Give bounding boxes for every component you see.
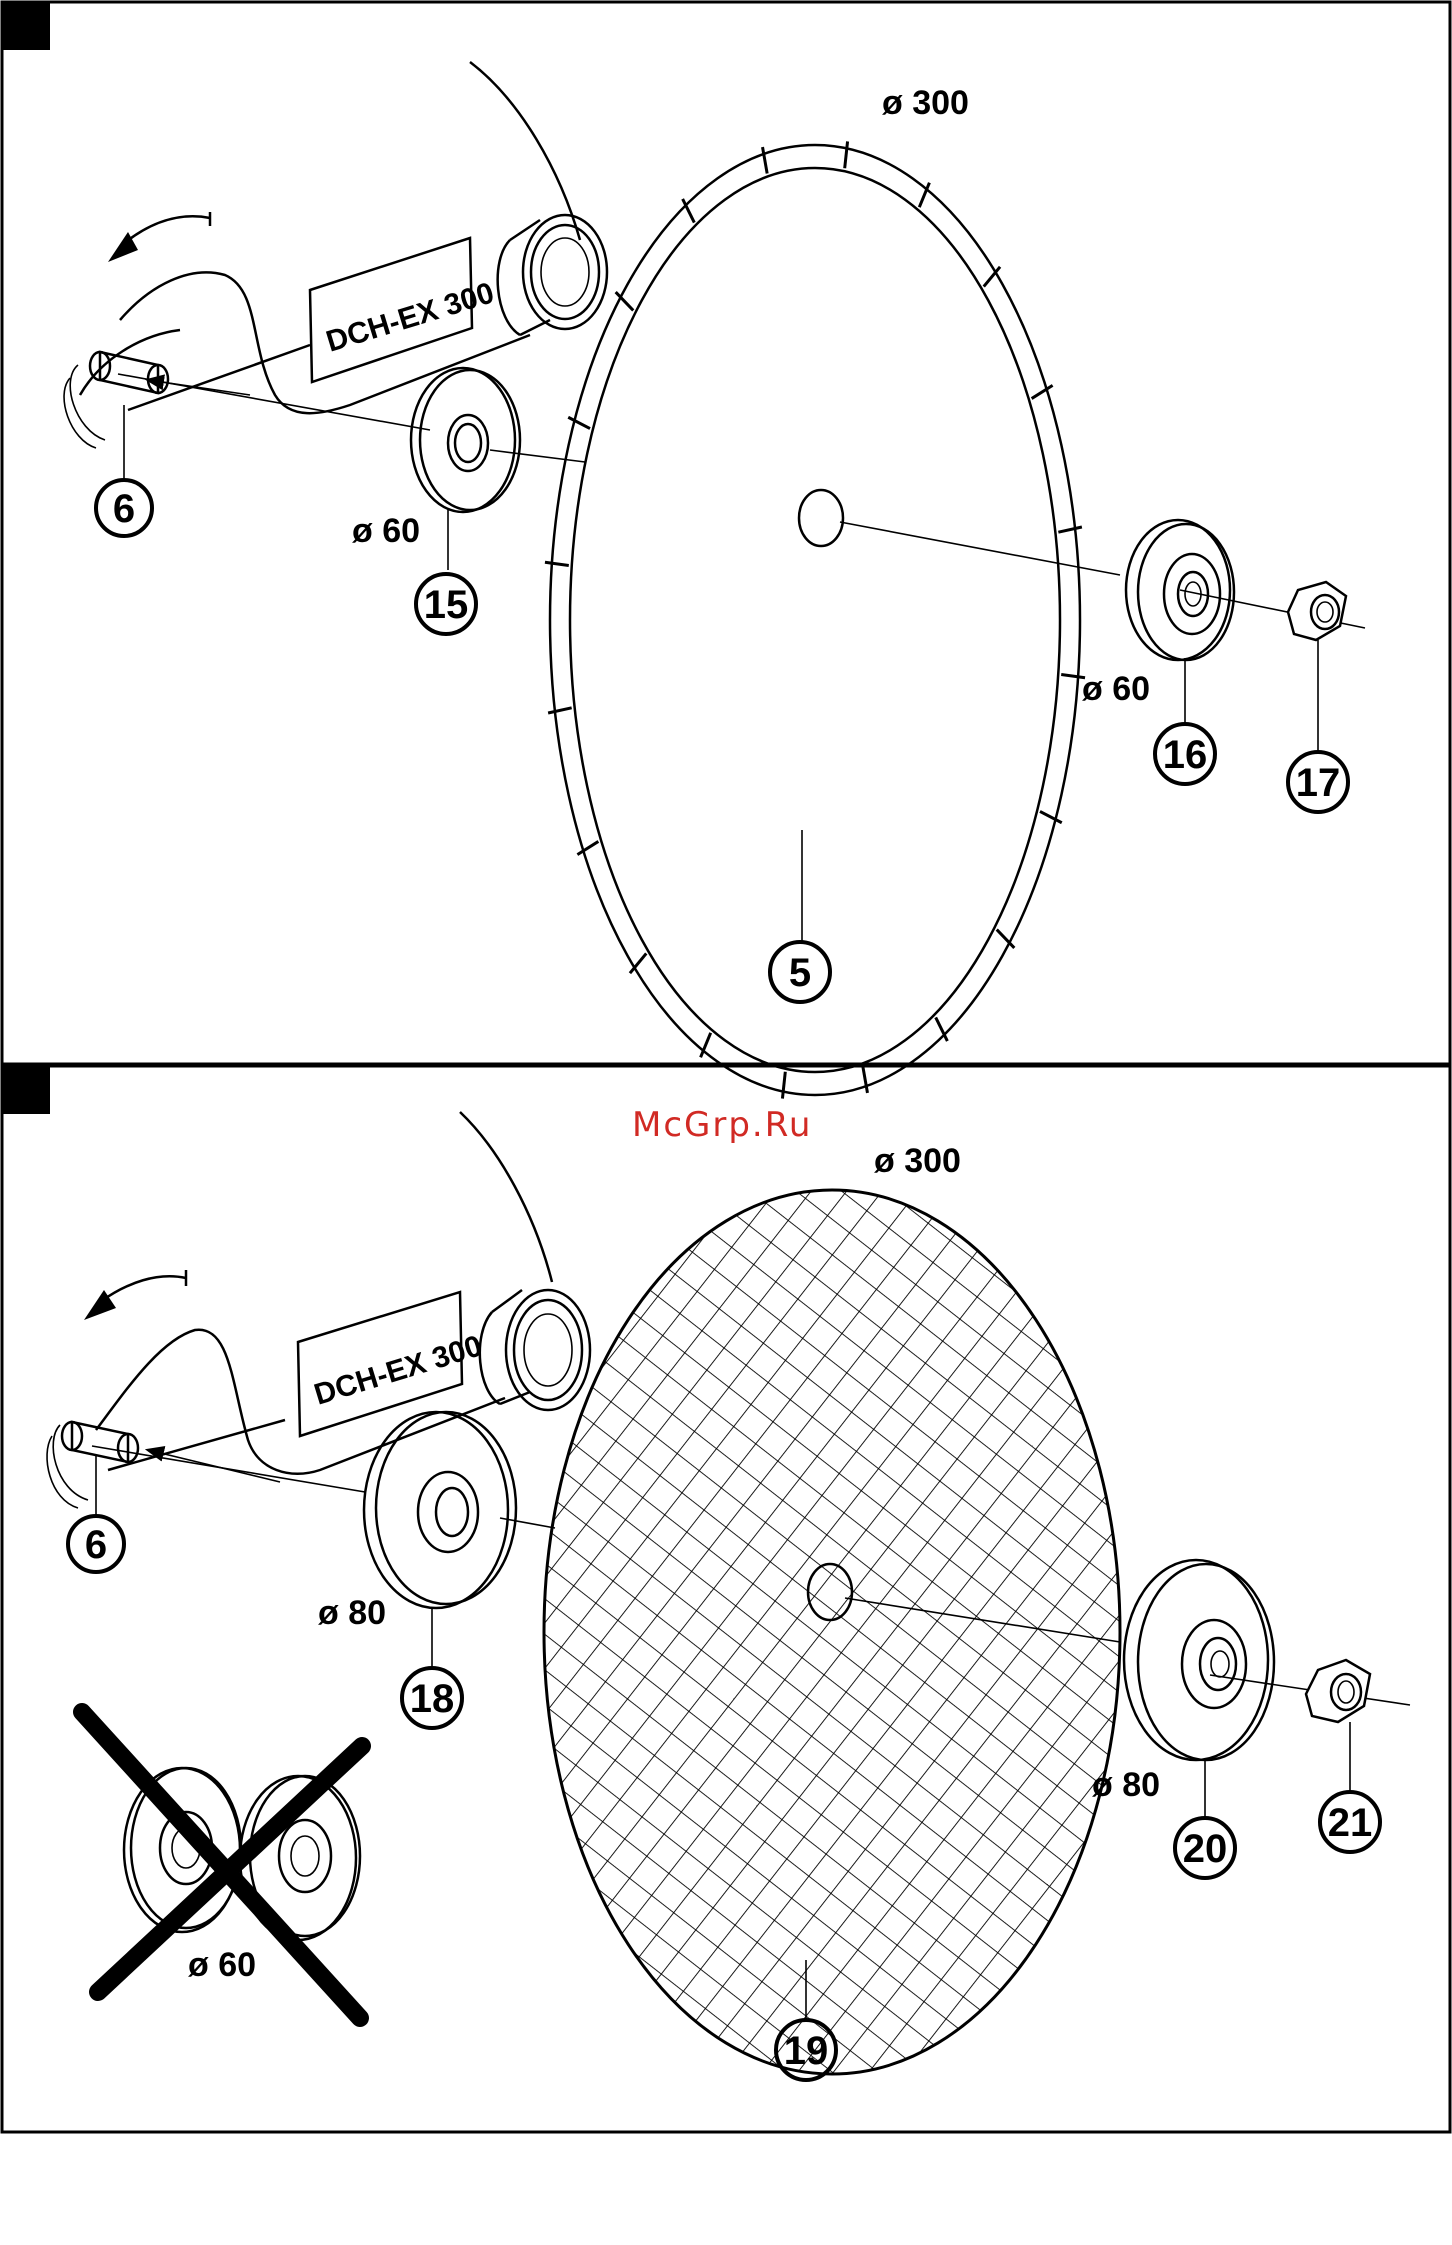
callout-6-a: 6 bbox=[96, 480, 152, 536]
inner-flange-a bbox=[411, 368, 520, 512]
disc-diameter-label: ø 300 bbox=[874, 1142, 961, 1180]
svg-text:16: 16 bbox=[1163, 733, 1208, 777]
svg-text:6: 6 bbox=[113, 487, 135, 531]
spindle-a bbox=[90, 352, 168, 393]
model-plate-a: DCH-EX 300 bbox=[310, 238, 498, 382]
callout-6-b: 6 bbox=[68, 1516, 124, 1572]
outer-flange-diameter-label: ø 80 bbox=[1092, 1766, 1160, 1804]
outer-flange-diameter-label: ø 60 bbox=[1082, 670, 1150, 708]
svg-text:5: 5 bbox=[789, 951, 811, 995]
panel-b: McGrp.Ru DCH-EX bbox=[2, 1066, 1450, 2132]
wrong-flange-diameter-label: ø 60 bbox=[188, 1946, 256, 1984]
callout-18: 18 bbox=[402, 1668, 462, 1728]
svg-text:21: 21 bbox=[1328, 1801, 1373, 1845]
blade-slot bbox=[545, 562, 569, 565]
blade-slot bbox=[763, 147, 768, 173]
panel-a-marker bbox=[2, 2, 50, 50]
rotation-arrow-icon bbox=[108, 212, 210, 262]
blade-slot bbox=[1058, 527, 1082, 532]
blade-slot bbox=[845, 141, 848, 168]
callout-5: 5 bbox=[770, 942, 830, 1002]
panel-a: DCH-EX 300 bbox=[2, 2, 1450, 1099]
svg-text:18: 18 bbox=[410, 1677, 455, 1721]
outer-flange-b bbox=[1124, 1560, 1274, 1760]
segmented-blade bbox=[545, 141, 1085, 1098]
abrasive-disc bbox=[544, 1190, 1120, 2074]
inner-flange-diameter-label: ø 60 bbox=[352, 512, 420, 550]
inner-flange-b bbox=[364, 1412, 516, 1608]
blade-diameter-label: ø 300 bbox=[882, 84, 969, 122]
callout-21: 21 bbox=[1320, 1792, 1380, 1852]
blade-slot bbox=[548, 708, 572, 713]
callout-17: 17 bbox=[1288, 752, 1348, 812]
svg-text:15: 15 bbox=[424, 583, 469, 627]
svg-text:6: 6 bbox=[85, 1523, 107, 1567]
callout-15: 15 bbox=[416, 574, 476, 634]
callout-20: 20 bbox=[1175, 1818, 1235, 1878]
blade-slot bbox=[782, 1072, 785, 1099]
blade-slot bbox=[863, 1066, 868, 1092]
svg-text:19: 19 bbox=[784, 2029, 829, 2073]
spindle-b bbox=[62, 1422, 138, 1462]
blade-slot bbox=[568, 417, 590, 428]
nut-b bbox=[1306, 1660, 1370, 1722]
watermark: McGrp.Ru bbox=[632, 1105, 812, 1145]
svg-text:17: 17 bbox=[1296, 761, 1341, 805]
svg-text:20: 20 bbox=[1183, 1827, 1228, 1871]
rotation-arrow-icon bbox=[84, 1270, 186, 1320]
callout-19: 19 bbox=[776, 2020, 836, 2080]
panel-b-marker bbox=[2, 1066, 50, 1114]
blade-slot bbox=[1040, 811, 1062, 822]
inner-flange-diameter-label: ø 80 bbox=[318, 1594, 386, 1632]
callout-16: 16 bbox=[1155, 724, 1215, 784]
prohibited-small-flanges: ø 60 bbox=[82, 1712, 362, 2018]
nut-a bbox=[1288, 582, 1346, 640]
